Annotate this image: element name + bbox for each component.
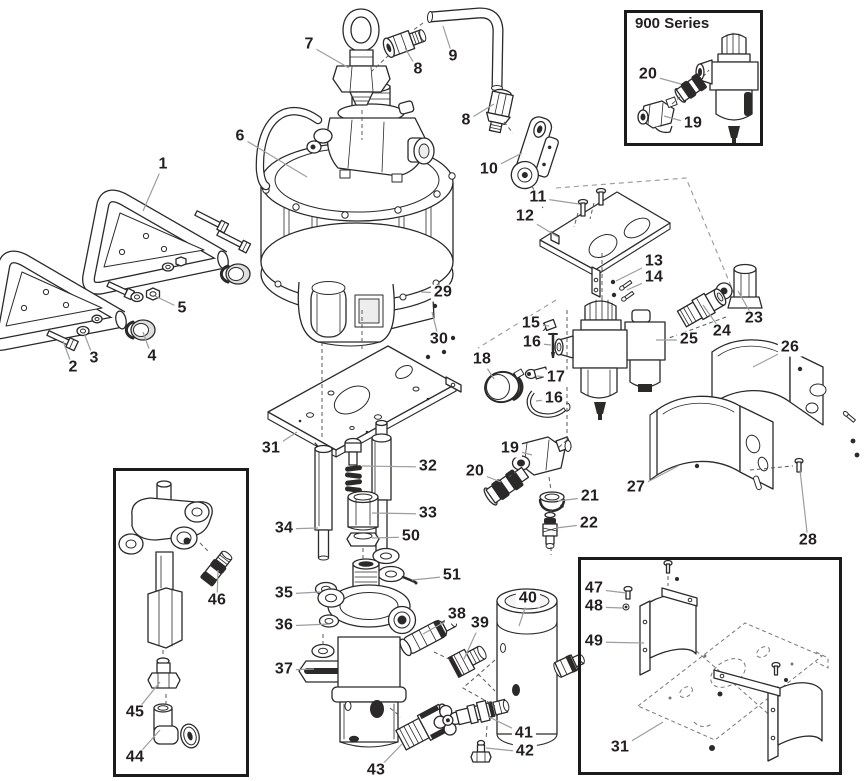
- part-callout-19: 19: [497, 440, 523, 458]
- tube-bracket: [510, 116, 559, 190]
- shelf-screws-13-14: [610, 279, 635, 302]
- part-callout-48: 48: [581, 598, 607, 616]
- jam-nut-50: [346, 532, 380, 547]
- valve-stem-22: [542, 511, 558, 549]
- part-callout-24: 24: [709, 323, 735, 341]
- part-callout-46: 46: [204, 592, 230, 610]
- drain-valve-41: [433, 698, 510, 736]
- clamp-21: [538, 491, 566, 513]
- air-hose: [255, 106, 323, 191]
- handle-assembly-upper: [82, 189, 229, 295]
- motor-shelf-bracket: [539, 187, 671, 298]
- lifting-eye-valve: [332, 8, 391, 106]
- part-callout-10: 10: [476, 161, 502, 179]
- part-callout-9: 9: [445, 48, 461, 66]
- part-callout-3: 3: [86, 350, 102, 368]
- spring-bolt-32: [344, 437, 363, 493]
- part-callout-37: 37: [271, 661, 297, 679]
- part-callout-18: 18: [469, 351, 495, 369]
- part-callout-45: 45: [122, 704, 148, 722]
- part-callout-22: 22: [576, 515, 602, 533]
- part-callout-30: 30: [426, 331, 452, 349]
- grease-fitting-42: [470, 739, 492, 763]
- part-callout-40: 40: [515, 590, 541, 608]
- muffler-20: [483, 466, 530, 506]
- part-callout-12: 12: [512, 208, 538, 226]
- shroud-cover-27: [649, 395, 774, 491]
- part-callout-17: 17: [543, 369, 569, 387]
- leader-line-6: [239, 136, 308, 178]
- mounting-plate: [267, 345, 462, 458]
- part-callout-43: 43: [363, 762, 389, 780]
- inset-bracket-kit-art: [622, 559, 829, 762]
- outlet-cylinder-40: [496, 588, 585, 747]
- part-callout-19: 19: [680, 115, 706, 133]
- part-callout-42: 42: [512, 743, 538, 761]
- part-callout-8: 8: [458, 112, 474, 130]
- handle-bolts: [46, 210, 252, 352]
- part-callout-4: 4: [144, 348, 160, 366]
- part-callout-20: 20: [635, 66, 661, 84]
- handle-end-caps: [124, 263, 251, 341]
- rod-coupler-33: [347, 490, 379, 531]
- part-callout-26: 26: [777, 339, 803, 357]
- part-callout-21: 21: [577, 488, 603, 506]
- pump-valve-body: [298, 558, 417, 683]
- part-callout-16: 16: [519, 334, 545, 352]
- cover-screws-28: [749, 411, 860, 473]
- center-line-dashes: [162, 22, 727, 741]
- part-callout-5: 5: [174, 300, 190, 318]
- air-inlet-tube: [426, 7, 504, 91]
- leader-line-28: [799, 469, 809, 542]
- part-callout-11: 11: [526, 189, 550, 207]
- assembly-boundary-dashes: [477, 177, 737, 349]
- part-callout-25: 25: [676, 331, 702, 349]
- pin-51: [401, 575, 418, 585]
- part-callout-31: 31: [258, 440, 284, 458]
- part-callout-27: 27: [623, 479, 649, 497]
- part-callout-15: 15: [518, 315, 544, 333]
- part-callout-51: 51: [439, 567, 465, 585]
- part-callout-50: 50: [398, 528, 424, 546]
- part-callout-6: 6: [232, 128, 248, 146]
- fitting-39: [447, 645, 487, 678]
- part-callout-34: 34: [271, 520, 297, 538]
- part-callout-2: 2: [65, 359, 81, 377]
- gauge-knob-18: [484, 368, 525, 404]
- part-callout-41: 41: [511, 725, 537, 743]
- part-callout-1: 1: [155, 156, 171, 174]
- part-callout-39: 39: [467, 615, 493, 633]
- air-motor: [260, 142, 456, 314]
- part-callout-29: 29: [430, 284, 456, 302]
- part-callout-32: 32: [415, 458, 441, 476]
- pump-cylinder: [331, 636, 407, 748]
- part-callout-44: 44: [122, 749, 148, 767]
- part-callout-36: 36: [271, 617, 297, 635]
- part-callout-49: 49: [581, 633, 607, 651]
- part-callout-20: 20: [462, 463, 488, 481]
- part-callout-38: 38: [444, 606, 470, 624]
- part-callout-31: 31: [607, 739, 633, 757]
- filter-regulator-assembly: [554, 298, 666, 420]
- part-callout-14: 14: [641, 269, 667, 287]
- inset-900-series-art: [637, 32, 759, 143]
- part-callout-23: 23: [741, 310, 767, 328]
- part-callout-16: 16: [541, 390, 567, 408]
- inset-pump-lower-art: [118, 480, 233, 749]
- part-callout-13: 13: [641, 253, 667, 271]
- part-callout-47: 47: [581, 580, 607, 598]
- part-callout-28: 28: [795, 532, 821, 550]
- handle-assembly-lower: [0, 250, 127, 351]
- pump-washers: [372, 547, 405, 583]
- part-callout-35: 35: [271, 585, 297, 603]
- motor-base-housing: [297, 281, 395, 347]
- part-callout-33: 33: [415, 505, 441, 523]
- fitting-8-right: [485, 88, 514, 134]
- part-callout-7: 7: [301, 36, 317, 54]
- shroud-cover-26: [711, 339, 827, 426]
- air-valve-19: [511, 436, 572, 476]
- part-callout-8: 8: [410, 61, 426, 79]
- fitting-8-upper: [382, 29, 427, 58]
